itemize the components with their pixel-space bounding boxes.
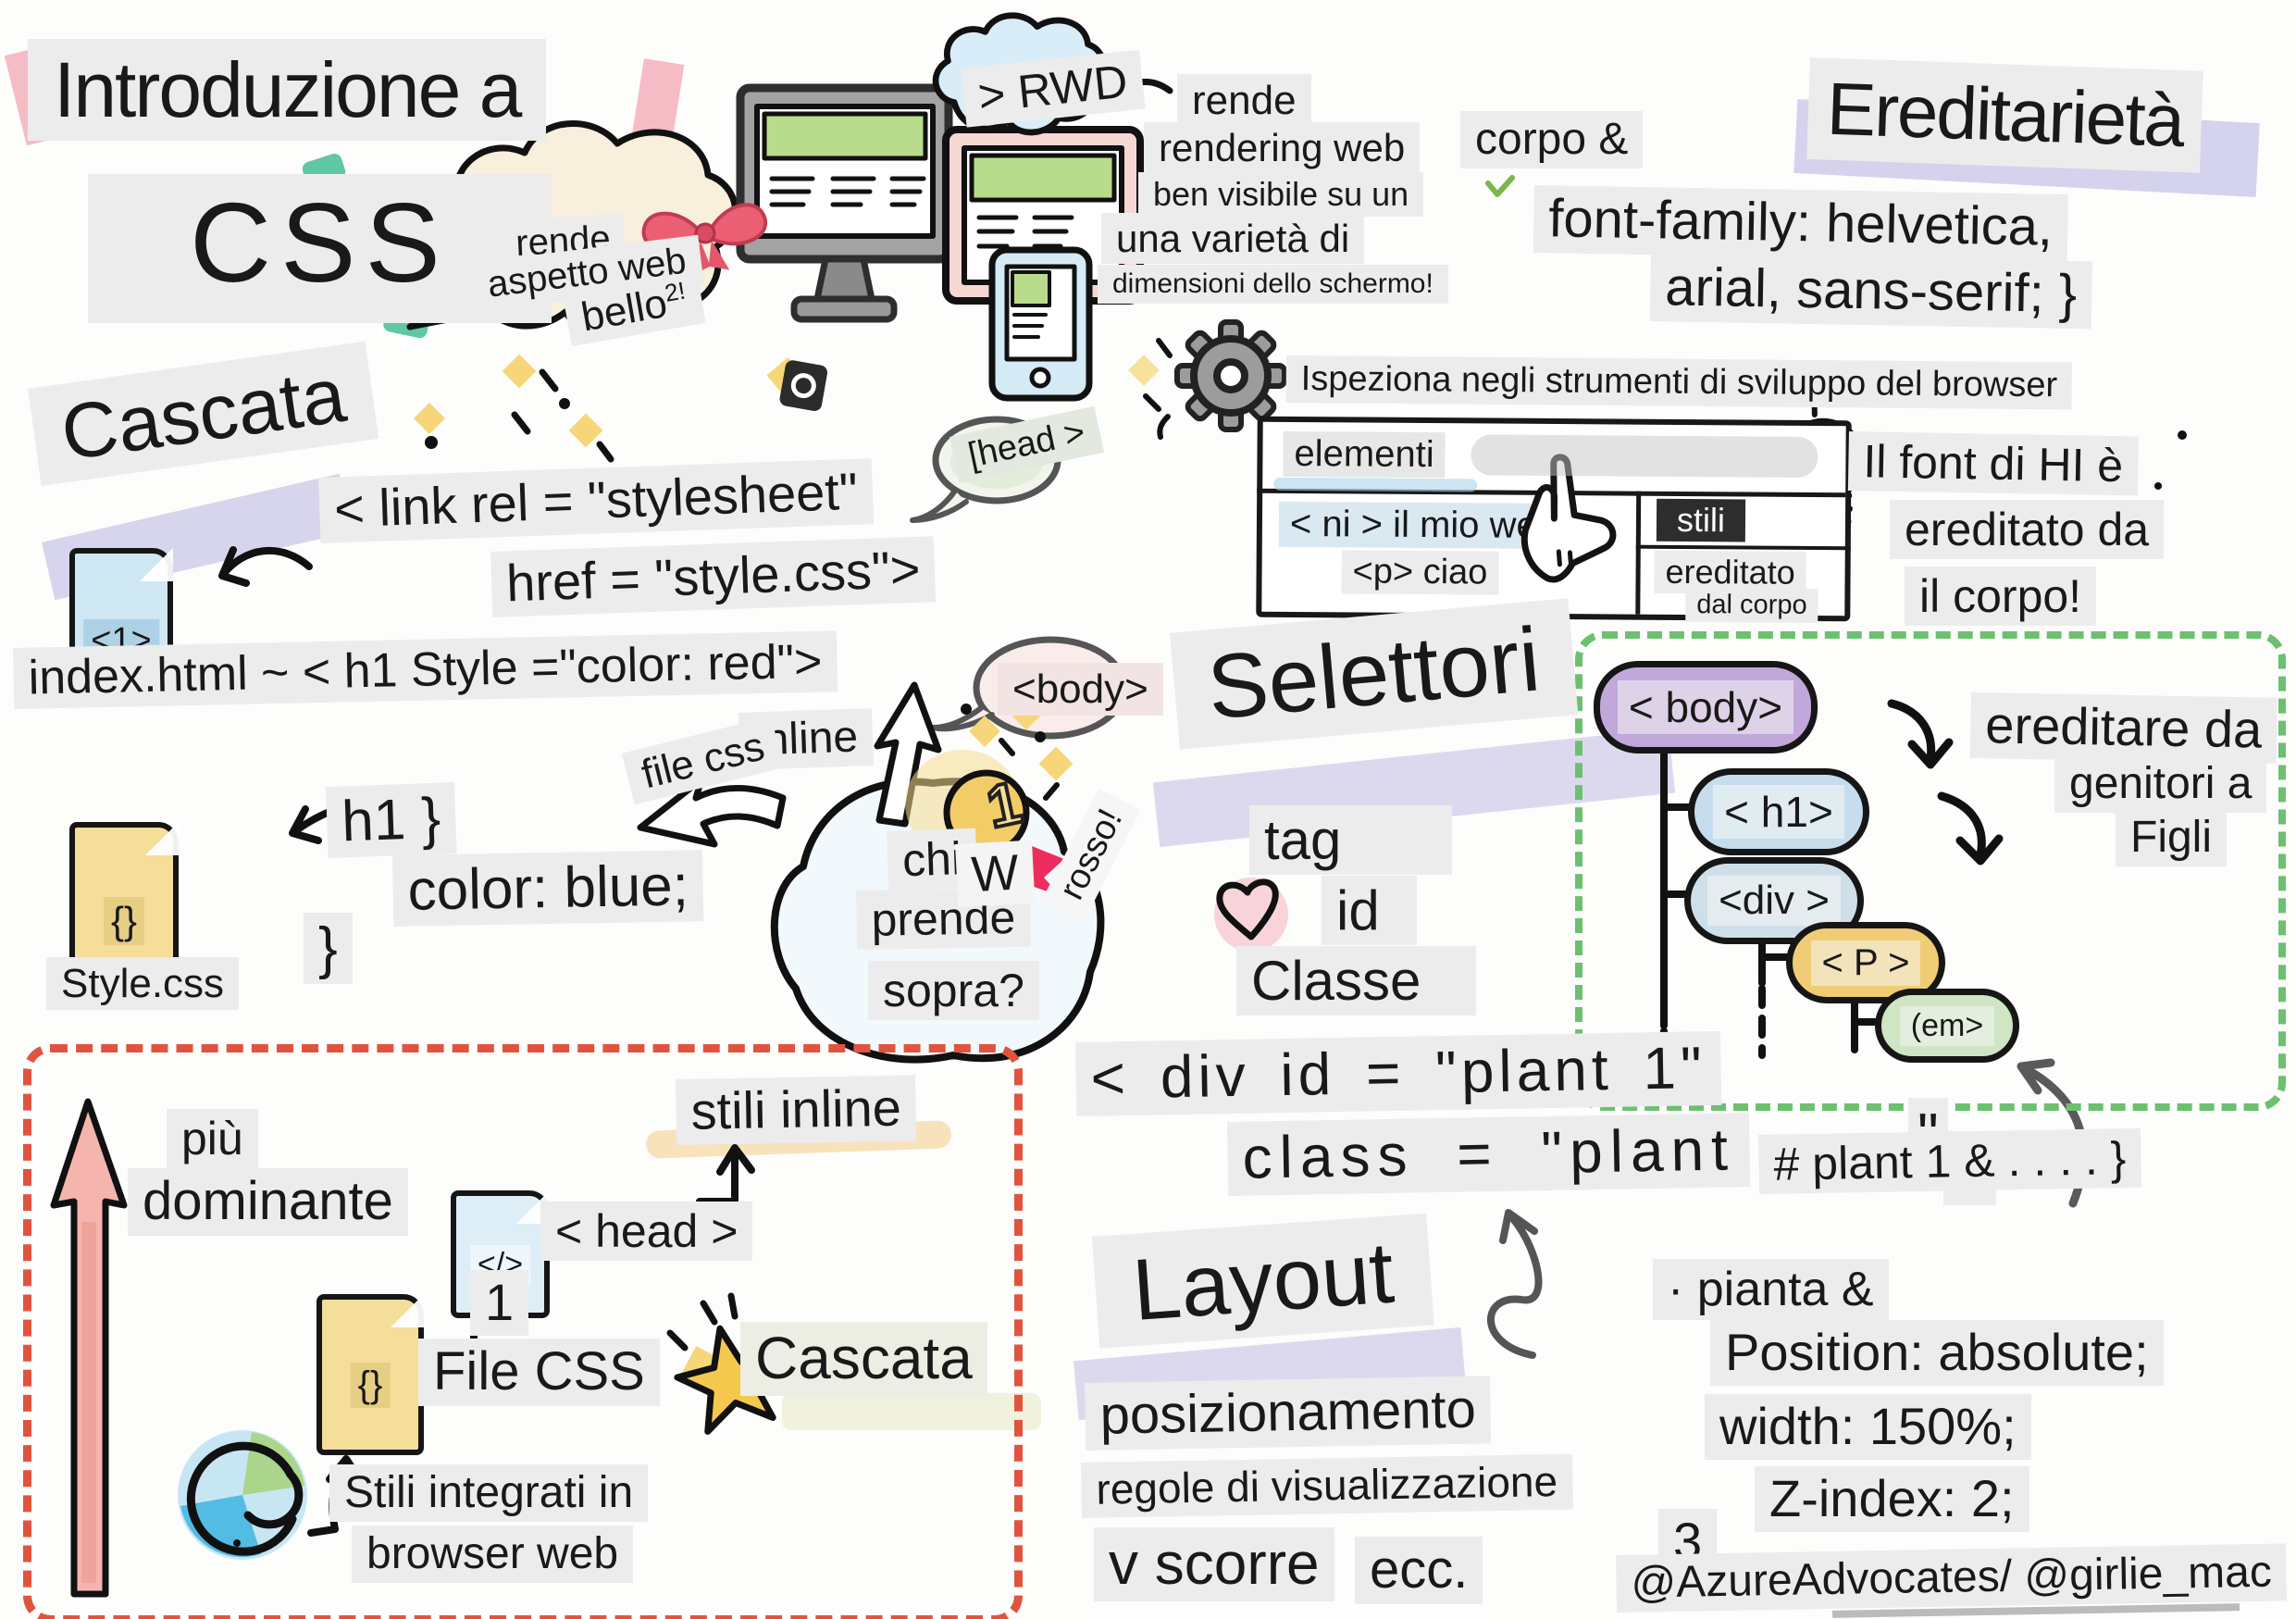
sparkle-diamond-gear <box>1128 355 1160 386</box>
div-id-code-1: < div id = "plant 1" <box>1075 1030 1722 1116</box>
inherit-arrows <box>1887 699 2004 866</box>
camera-icon <box>766 357 828 411</box>
font-family-code-1: font-family: helvetica, <box>1533 185 2068 263</box>
arrow-link-to-file <box>218 546 313 587</box>
head-tag-label: < head > <box>540 1202 753 1261</box>
selector-kind-tag: tag <box>1249 805 1453 876</box>
browser-icon <box>178 1430 307 1560</box>
devtools-divider-h2 <box>1635 544 1851 551</box>
monitor-icon <box>736 83 953 323</box>
css-rule-2: color: blue; <box>392 850 704 928</box>
style-css-name: Style.css <box>46 957 240 1011</box>
star-sparkle-lines <box>666 1292 738 1351</box>
devtools-panel: elementi < ni > il mio web <p> ciao stil… <box>1256 416 1852 623</box>
css-rule-3: } <box>304 913 353 985</box>
pianta-note: · pianta & <box>1653 1259 1889 1321</box>
div-id-code-2: class = "plant <box>1227 1113 1751 1196</box>
tree-node-em-label: (em> <box>1899 1005 1995 1046</box>
body-bubble-label: <body> <box>998 663 1163 716</box>
page-title-line1: Introduzione a <box>28 39 547 142</box>
medal-w: W <box>955 840 1036 908</box>
tree-node-h1: < h1> <box>1688 768 1869 855</box>
green-smudge-cascata-label <box>782 1393 1041 1430</box>
file-css-box-label: File CSS <box>418 1339 660 1406</box>
tip-line2: ereditato da <box>1890 500 2165 559</box>
dot-doodle-1 <box>2178 430 2187 440</box>
priority-red-box <box>23 1044 1023 1619</box>
inherit-note-3: Figli <box>2116 809 2228 866</box>
cloud-line3-text: bello <box>577 280 671 341</box>
phone-icon <box>988 246 1093 402</box>
sparkle-doodles-cloud <box>414 354 614 463</box>
plant-id-rule: # plant 1 & . . . . } <box>1758 1127 2141 1194</box>
selector-kind-classe: Classe <box>1236 946 1477 1016</box>
layout-code-2: width: 150%; <box>1705 1394 2031 1460</box>
layout-item-2: regole di visualizzazione <box>1081 1453 1573 1518</box>
ereditarieta-title: Ereditarietà <box>1806 57 2203 173</box>
dominante-label: dominante <box>128 1168 408 1236</box>
dominance-arrow-streak <box>81 1222 96 1583</box>
devtools-tab-elements[interactable]: elementi <box>1283 430 1446 479</box>
layout-item-3: v scorre <box>1094 1527 1334 1601</box>
page-title-line2: CSS <box>88 174 552 323</box>
tree-node-em: (em> <box>1875 989 2019 1063</box>
browser-styles-1: Stili integrati in <box>329 1464 649 1522</box>
layout-code-1: Position: absolute; <box>1710 1320 2164 1386</box>
style-css-file-glyph: {} <box>103 897 145 945</box>
devtools-inherited-line2: dal corpo <box>1685 587 1818 623</box>
tree-node-h1-label: < h1> <box>1713 785 1844 839</box>
inherit-note-2: genitori a <box>2054 755 2267 813</box>
rwd-note-2: rendering web <box>1144 122 1421 174</box>
rwd-note-3: ben visibile su un <box>1138 172 1424 218</box>
dot-doodle-2 <box>2154 482 2162 490</box>
tree-node-body-label: < body> <box>1617 680 1794 734</box>
heart-icon <box>1214 878 1288 952</box>
layout-item-4: ecc. <box>1355 1537 1483 1604</box>
css-rule-1: h1 } <box>326 782 457 859</box>
tree-node-body: < body> <box>1594 661 1818 753</box>
rwd-note-1: rende <box>1177 74 1311 128</box>
rwd-note-4: una varietà di <box>1101 213 1365 265</box>
devtools-smudge <box>1471 434 1818 478</box>
layout-item-1: posizionamento <box>1085 1376 1492 1451</box>
cascata-box-label: Cascata <box>740 1322 987 1396</box>
inherit-note-1: ereditare da <box>1969 692 2277 764</box>
browser-styles-2: browser web <box>352 1526 634 1583</box>
inspect-note: Ispeziona negli strumenti di sviluppo de… <box>1285 355 2073 409</box>
cloud-line3-sup: 2! <box>662 276 688 307</box>
css-file-glyph: {} <box>350 1363 391 1408</box>
devtools-dom-line2[interactable]: <p> ciao <box>1341 550 1499 595</box>
tree-node-div-label: <div > <box>1707 876 1841 926</box>
arrow-file-css <box>637 776 787 848</box>
corpo-note: corpo & <box>1460 111 1644 168</box>
rank-one: 1 <box>470 1270 529 1336</box>
sparkle-doodles-gear <box>1143 338 1173 440</box>
tip-line3: il corpo! <box>1905 567 2097 626</box>
font-family-code-2: arial, sans-serif; } <box>1649 254 2092 330</box>
piu-label: più <box>167 1109 258 1168</box>
green-check <box>1485 175 1515 197</box>
tip-line1: Il font di HI è <box>1847 431 2139 496</box>
credit: @AzureAdvocates/ @girlie_mac <box>1616 1543 2288 1613</box>
tree-node-p-label: < P > <box>1810 940 1921 986</box>
css-file-icon: {} <box>316 1294 424 1455</box>
stili-inline-label: stili inline <box>676 1075 917 1145</box>
devtools-blue-underline <box>1273 477 1478 492</box>
arrow-squiggle <box>1487 1209 1543 1359</box>
gear-icon <box>1174 319 1287 432</box>
layout-code-3: Z-index: 2; <box>1755 1466 2029 1532</box>
layout-title: Layout <box>1092 1213 1434 1349</box>
devtools-tab-styles[interactable]: stili <box>1656 498 1746 542</box>
selector-kind-id: id <box>1322 876 1417 946</box>
bubble-sopra: sopra? <box>868 961 1039 1020</box>
rwd-note-5: dimensioni dello schermo! <box>1098 265 1448 304</box>
